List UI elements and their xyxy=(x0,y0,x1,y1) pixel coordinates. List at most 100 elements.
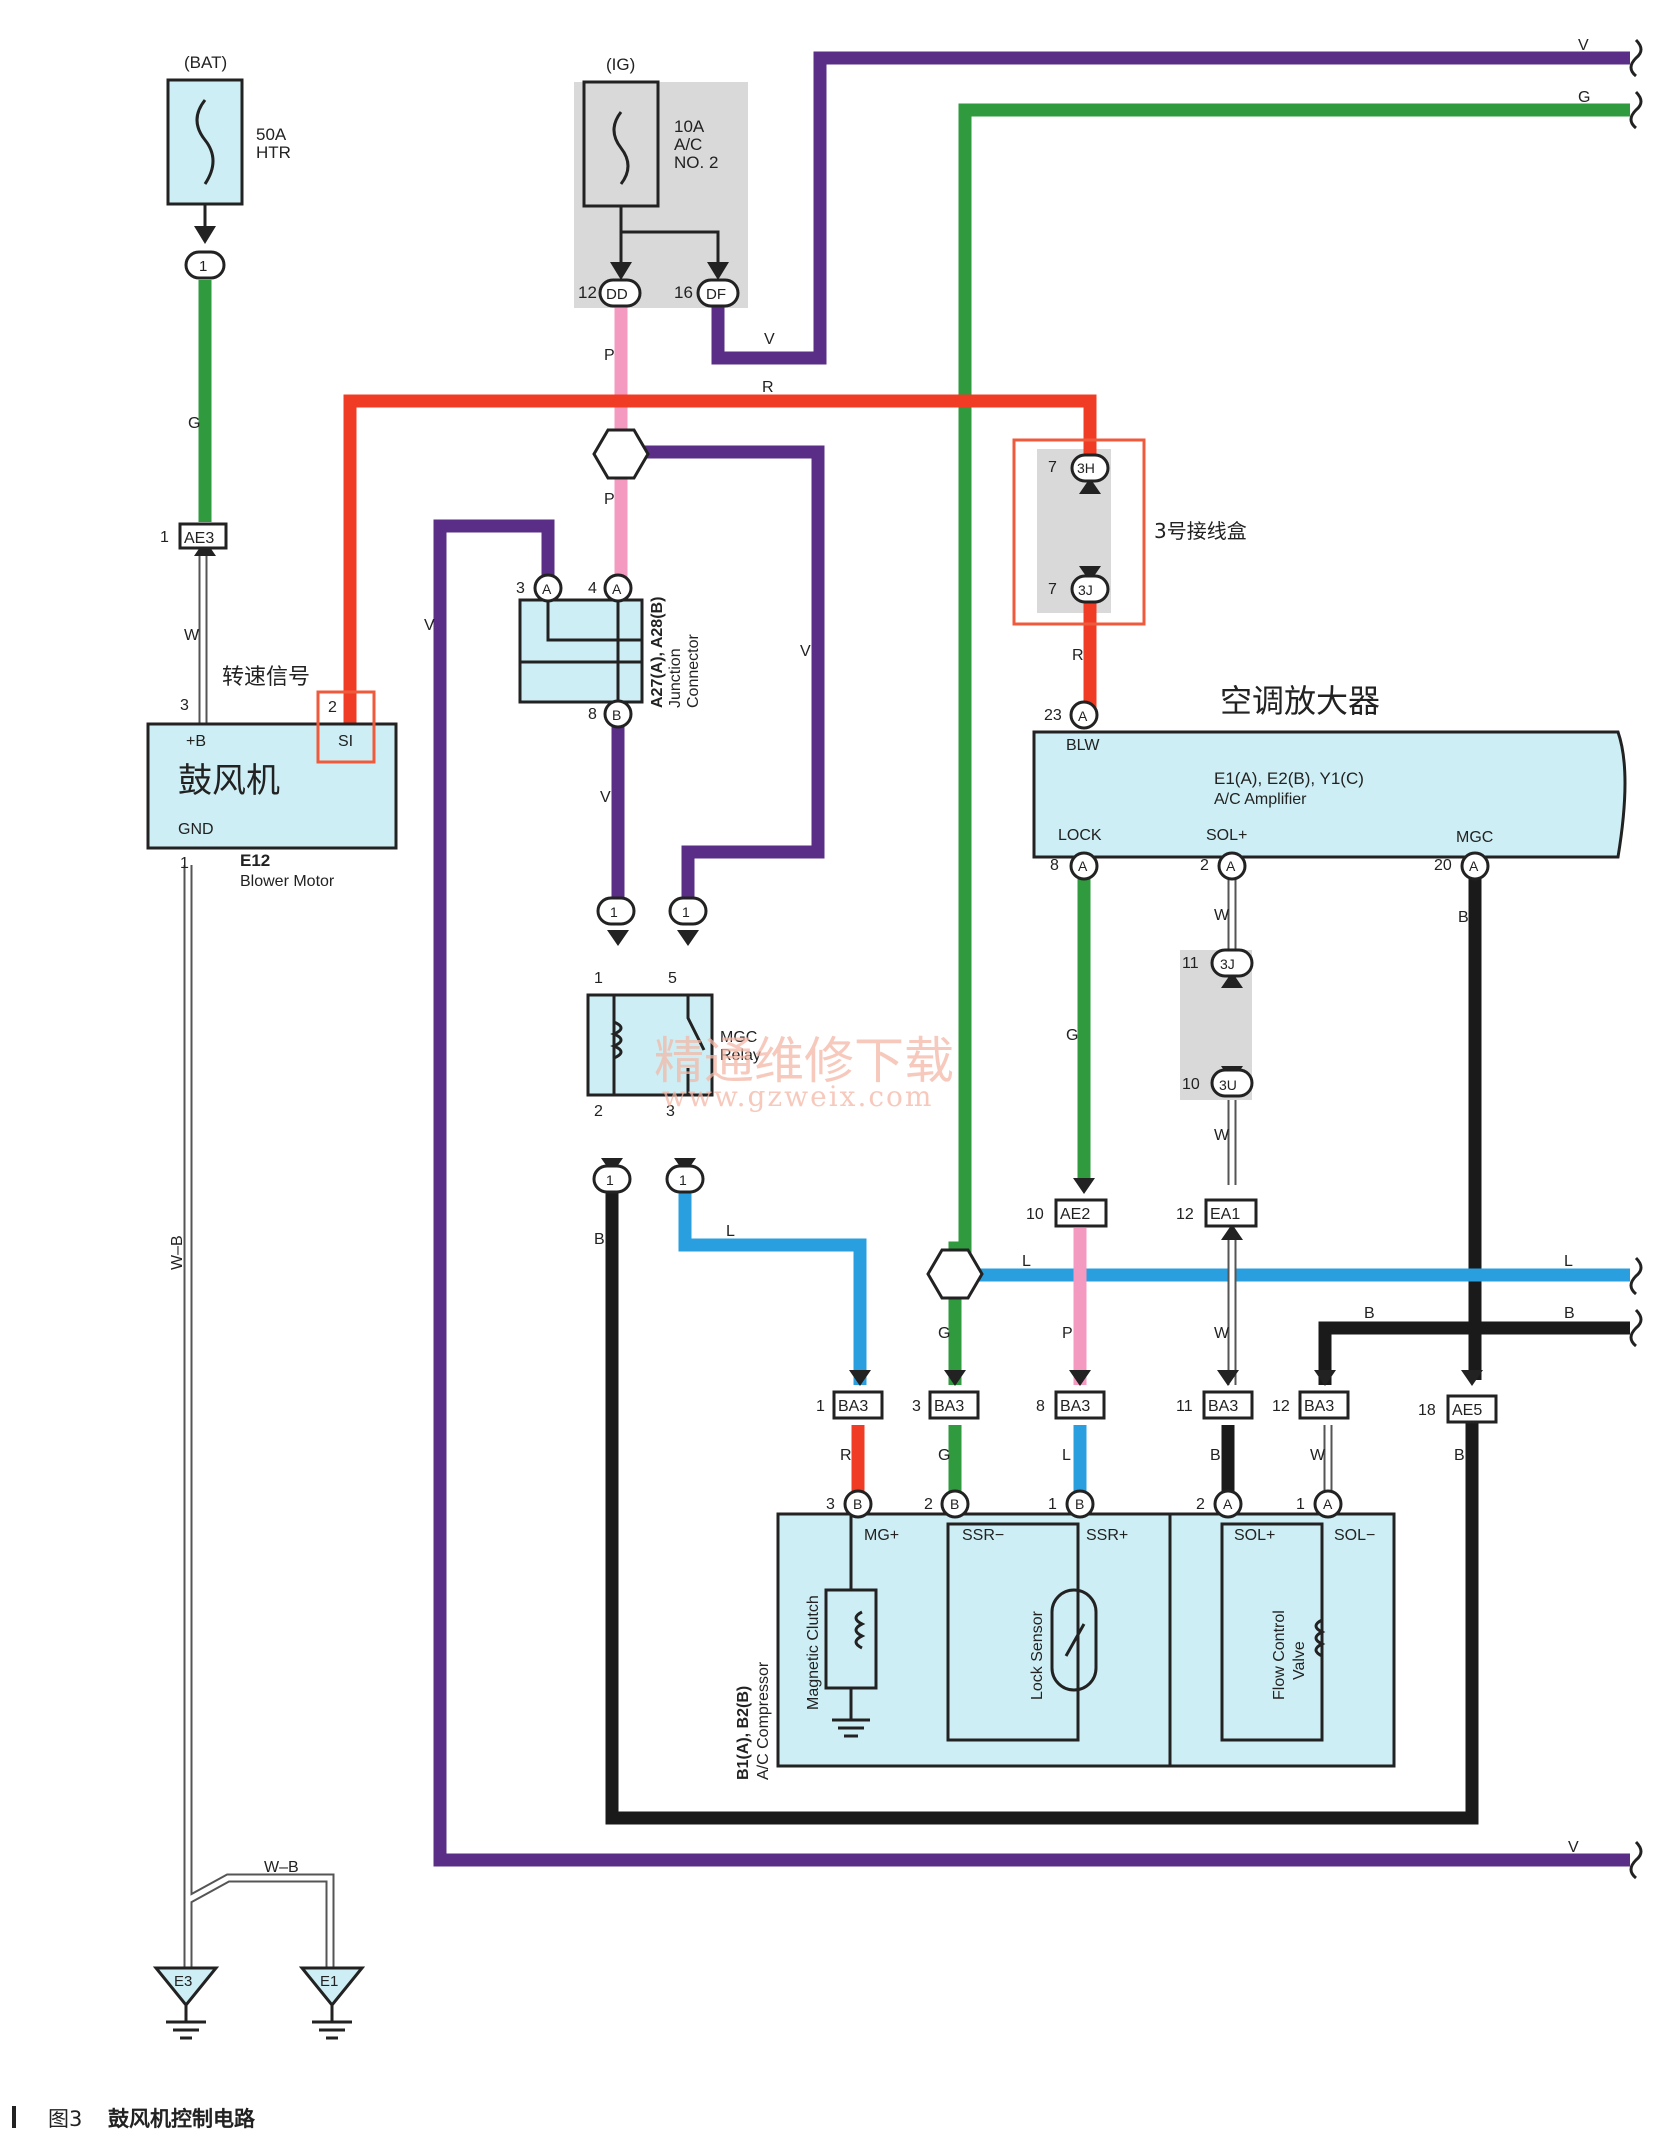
blower-code: E12 xyxy=(240,851,270,870)
blower-pin1: 1 xyxy=(180,855,189,872)
pin-df-num: 16 xyxy=(674,283,693,302)
conn-ba3-2: BA3 xyxy=(934,1398,964,1415)
wire-b-comp: B xyxy=(1210,1447,1221,1464)
wire-w-3: W xyxy=(1214,1325,1230,1342)
caption-figure-no: 图3 xyxy=(48,2107,82,2131)
ac2-line3: NO. 2 xyxy=(674,153,718,172)
wire-l-h: L xyxy=(1022,1253,1031,1270)
ae5-pin18: 18 xyxy=(1418,1402,1436,1419)
caption-bar xyxy=(12,2106,16,2128)
wire-g-comp2: G xyxy=(938,1447,950,1464)
wire-b-h: B xyxy=(1364,1305,1375,1322)
jc-pin3: 3 xyxy=(516,580,525,597)
wire-b-mgc: B xyxy=(1458,909,1469,926)
relay-pin1: 1 xyxy=(594,970,603,987)
wire-wb-vertical: W–B xyxy=(169,1235,186,1270)
comp-pin-b3: B xyxy=(1075,1496,1084,1512)
blower-cn: 鼓风机 xyxy=(178,761,280,801)
ba3-pin3: 3 xyxy=(912,1398,921,1415)
jc-pin-a1: A xyxy=(542,581,552,597)
junction-box-3-highlight xyxy=(1012,438,1146,626)
mgc-relay xyxy=(586,993,714,1097)
amp-pin-lock: LOCK xyxy=(1058,827,1102,844)
comp-lock-sensor: Lock Sensor xyxy=(1029,1610,1046,1700)
wire-wb-ground: W–B xyxy=(264,1859,299,1876)
htr-name: HTR xyxy=(256,143,291,162)
comp-ssrm: SSR− xyxy=(962,1527,1004,1544)
wire-v-mid: V xyxy=(800,643,811,660)
jc-pin8: 8 xyxy=(588,706,597,723)
text-labels: (BAT) (IG) 50A HTR 10A A/C NO. 2 1 12 DD… xyxy=(12,37,1590,2131)
amp-code: E1(A), E2(B), Y1(C) xyxy=(1214,769,1364,788)
relay-pin3: 3 xyxy=(666,1103,675,1120)
comp-mg: MG+ xyxy=(864,1527,899,1544)
ba3-pin1: 1 xyxy=(816,1398,825,1415)
comp-solm: SOL− xyxy=(1334,1527,1375,1544)
pin-ae2-10: 10 xyxy=(1026,1206,1044,1223)
amp-pin23: 23 xyxy=(1044,707,1062,724)
blower-motor xyxy=(146,690,398,850)
connector-boxes xyxy=(178,522,1498,1424)
pin-ae3-num: 1 xyxy=(160,529,169,546)
ba3-pin12: 12 xyxy=(1272,1398,1290,1415)
conn-ba3-3: BA3 xyxy=(1060,1398,1090,1415)
wire-w-comp: W xyxy=(1310,1447,1326,1464)
speed-signal-highlight xyxy=(316,690,376,764)
jb3-pin7b: 7 xyxy=(1048,581,1057,598)
relay-conn1a: 1 xyxy=(610,904,618,920)
ac-compressor xyxy=(776,1512,1396,1768)
conn-3j: 3J xyxy=(1078,582,1093,598)
wire-v-top1: V xyxy=(1578,37,1589,54)
comp-pin-a2: A xyxy=(1323,1496,1333,1512)
comp-pin-a1: A xyxy=(1223,1496,1233,1512)
wire-r-blw: R xyxy=(1072,647,1084,664)
relay-conn1b: 1 xyxy=(682,904,690,920)
watermark-line2: www.gzweix.com xyxy=(662,1080,933,1113)
wire-g-comp1: G xyxy=(938,1325,950,1342)
conn-ba3-1: BA3 xyxy=(838,1398,868,1415)
bat-label: (BAT) xyxy=(184,53,227,72)
comp-pin-b2: B xyxy=(950,1496,959,1512)
conn-ba3-5: BA3 xyxy=(1304,1398,1334,1415)
wire-v-df: V xyxy=(764,331,775,348)
conn-dd: DD xyxy=(606,286,628,303)
amp-pin20: 20 xyxy=(1434,857,1452,874)
wire-violet-top xyxy=(711,51,1630,365)
conn-ba3-4: BA3 xyxy=(1208,1398,1238,1415)
jc-pin4: 4 xyxy=(588,580,597,597)
wire-v-left: V xyxy=(424,617,435,634)
pin-htr-1: 1 xyxy=(199,258,207,275)
amp-pin-a3: A xyxy=(1226,858,1236,874)
amp-pin-mgc: MGC xyxy=(1456,829,1493,846)
conn-ae2: AE2 xyxy=(1060,1206,1090,1223)
splice-pink-red xyxy=(592,428,650,480)
pin-3j-11: 11 xyxy=(1182,955,1199,972)
splice-points xyxy=(592,428,984,1300)
relay-name2: Relay xyxy=(720,1047,761,1064)
blower-name: Blower Motor xyxy=(240,873,335,890)
amp-pin-blw: BLW xyxy=(1066,737,1100,754)
wire-p-1: P xyxy=(604,347,615,364)
comp-pin2: 2 xyxy=(924,1496,933,1513)
conn-3j-b: 3J xyxy=(1220,956,1235,972)
wire-l-right: L xyxy=(1564,1253,1573,1270)
pin-dd-num: 12 xyxy=(578,283,597,302)
wire-w-2: W xyxy=(1214,1127,1230,1144)
comp-pin3: 3 xyxy=(826,1496,835,1513)
jc-pin-a2: A xyxy=(612,581,622,597)
conn-df: DF xyxy=(706,286,726,303)
blower-pin-gnd: GND xyxy=(178,821,214,838)
blower-pin-si: SI xyxy=(338,733,353,750)
amp-pin-a2: A xyxy=(1078,858,1088,874)
comp-clutch: Magnetic Clutch xyxy=(805,1595,822,1710)
blower-pin3: 3 xyxy=(180,697,189,714)
wire-violet-left xyxy=(433,519,1630,1867)
wire-w-1: W xyxy=(184,627,200,644)
wire-red-top xyxy=(343,394,1097,730)
splice-green-blue xyxy=(926,1248,984,1300)
jb3-pin7a: 7 xyxy=(1048,459,1057,476)
relay-conn1d: 1 xyxy=(679,1172,687,1188)
wire-b-relay: B xyxy=(594,1231,605,1248)
ig-label: (IG) xyxy=(606,55,635,74)
wire-b-ae5: B xyxy=(1454,1447,1465,1464)
